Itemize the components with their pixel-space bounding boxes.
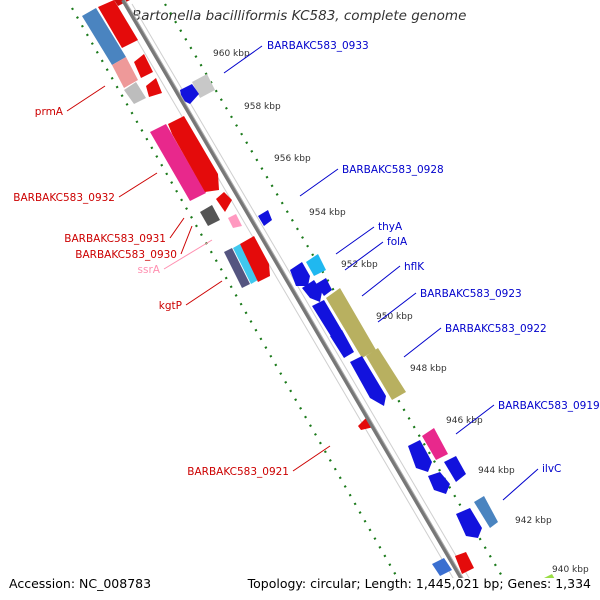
gene-feature[interactable] xyxy=(474,496,498,528)
reverse-label-leader xyxy=(66,85,106,112)
gene-feature[interactable] xyxy=(200,205,220,226)
gene-feature[interactable] xyxy=(82,8,126,65)
gene-feature[interactable] xyxy=(98,0,138,48)
gene-feature[interactable] xyxy=(306,254,326,276)
scale-label: 960 kbp xyxy=(213,49,250,59)
gene-feature[interactable] xyxy=(422,428,448,460)
accession-text: Accession: NC_008783 xyxy=(9,576,152,591)
gene-feature[interactable] xyxy=(150,124,206,201)
scale-label: 950 kbp xyxy=(376,312,413,322)
forward-genes xyxy=(180,74,560,594)
gene-feature[interactable] xyxy=(228,214,242,228)
gene-feature[interactable] xyxy=(233,244,258,284)
gene-feature[interactable] xyxy=(432,558,452,576)
gene-feature[interactable] xyxy=(540,574,560,594)
outer-tick-line xyxy=(71,7,399,578)
gene-feature[interactable] xyxy=(192,74,215,98)
reverse-label-leader xyxy=(163,239,213,270)
reverse-label-leader xyxy=(180,225,193,255)
reverse-gene-label[interactable]: BARBAKC583_0932 xyxy=(13,192,115,204)
gene-feature[interactable] xyxy=(112,57,138,88)
forward-gene-label[interactable]: BARBAKC583_0933 xyxy=(267,40,369,52)
topology-text: Topology: circular; Length: 1,445,021 bp… xyxy=(247,576,591,591)
forward-label-leader xyxy=(377,292,417,323)
forward-label-leader xyxy=(455,404,495,435)
genome-backbone-highlight xyxy=(124,0,464,578)
gene-feature[interactable] xyxy=(240,236,270,282)
forward-gene-label[interactable]: BARBAKC583_0923 xyxy=(420,288,522,300)
forward-label-leader xyxy=(361,265,401,297)
forward-gene-label[interactable]: thyA xyxy=(378,221,403,233)
reverse-label-leader xyxy=(292,445,331,472)
gene-feature[interactable] xyxy=(444,456,466,482)
scale-label: 942 kbp xyxy=(515,516,552,526)
forward-label-leader xyxy=(335,226,375,255)
forward-gene-label[interactable]: hflK xyxy=(404,261,425,273)
reverse-gene-label[interactable]: BARBAKC583_0921 xyxy=(187,466,289,478)
map-title: Bartonella bacilliformis KC583, complete… xyxy=(132,8,467,24)
scale-label: 948 kbp xyxy=(410,364,447,374)
gene-feature[interactable] xyxy=(124,82,146,104)
reverse-gene-label[interactable]: ssrA xyxy=(138,264,161,276)
gene-feature[interactable] xyxy=(455,552,474,574)
gene-feature[interactable] xyxy=(428,472,450,494)
outer-ring-edge xyxy=(115,3,454,578)
forward-label-leader xyxy=(502,468,539,501)
scale-label: 958 kbp xyxy=(244,102,281,112)
gene-feature[interactable] xyxy=(180,84,199,104)
reverse-label-leader xyxy=(169,217,185,239)
forward-gene-label[interactable]: BARBAKC583_0928 xyxy=(342,164,444,176)
reverse-label-leader xyxy=(118,172,158,198)
scale-label: 946 kbp xyxy=(446,416,483,426)
gene-feature[interactable] xyxy=(134,54,153,78)
gene-feature[interactable] xyxy=(168,116,219,192)
scale-label: 952 kbp xyxy=(341,260,378,270)
gene-feature[interactable] xyxy=(326,288,376,358)
gene-feature[interactable] xyxy=(290,262,310,286)
reverse-label-leader xyxy=(185,280,223,306)
gene-feature[interactable] xyxy=(456,508,482,538)
gene-feature[interactable] xyxy=(330,330,354,358)
scale-label: 944 kbp xyxy=(478,466,515,476)
scale-label: 940 kbp xyxy=(552,565,589,575)
gene-feature[interactable] xyxy=(350,356,386,406)
gene-feature[interactable] xyxy=(316,278,332,296)
forward-label-leader xyxy=(403,327,442,358)
gene-feature[interactable] xyxy=(358,418,374,430)
reverse-gene-label[interactable]: BARBAKC583_0931 xyxy=(64,233,166,245)
gene-feature[interactable] xyxy=(408,440,432,472)
forward-gene-label[interactable]: BARBAKC583_0919 xyxy=(498,400,600,412)
forward-gene-label[interactable]: BARBAKC583_0922 xyxy=(445,323,547,335)
forward-label-leader xyxy=(223,45,263,74)
gene-feature[interactable] xyxy=(366,348,406,400)
reverse-genes xyxy=(82,0,474,576)
scale-label: 954 kbp xyxy=(309,208,346,218)
gene-feature[interactable] xyxy=(216,192,232,212)
scale-layer: 960 kbp 958 kbp 956 kbp 954 kbp 952 kbp 950 k… xyxy=(213,49,589,575)
scale-label: 956 kbp xyxy=(274,154,311,164)
reverse-gene-label[interactable]: kgtP xyxy=(159,300,182,312)
forward-gene-label[interactable]: folA xyxy=(387,236,408,248)
gene-feature[interactable] xyxy=(146,78,162,97)
reverse-gene-label[interactable]: BARBAKC583_0930 xyxy=(75,249,177,261)
gene-feature[interactable] xyxy=(258,210,272,226)
gene-feature[interactable] xyxy=(224,248,250,288)
reverse-label-layer: prmA BARBAKC583_0932BARBAKC583_0931BARBAK… xyxy=(13,85,331,478)
forward-label-leader xyxy=(344,241,384,271)
forward-label-leader xyxy=(299,168,339,197)
forward-gene-label[interactable]: ilvC xyxy=(542,463,561,475)
genome-backbone xyxy=(121,0,464,578)
reverse-gene-label[interactable]: prmA xyxy=(35,106,64,118)
